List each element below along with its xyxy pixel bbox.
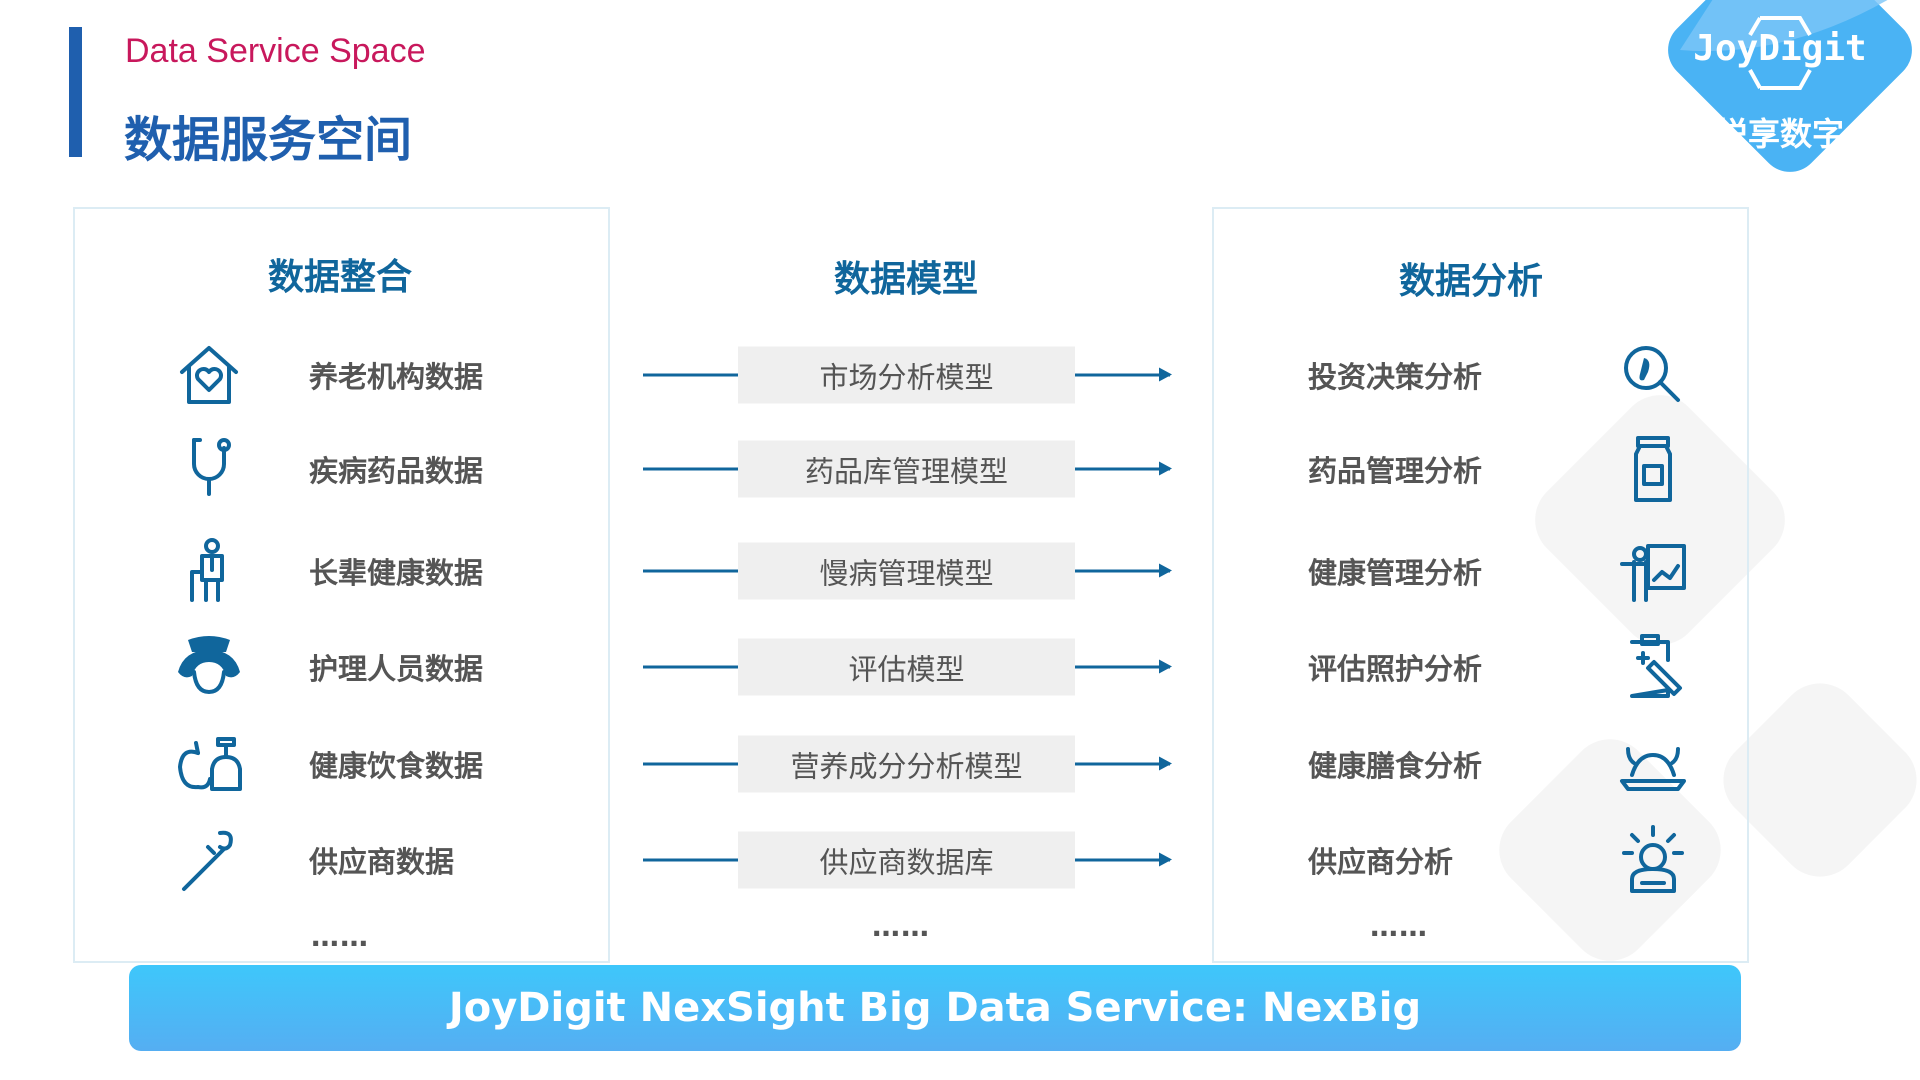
model-box: 供应商数据库 [738, 831, 1075, 889]
model-box: 慢病管理模型 [738, 542, 1075, 600]
service-banner: JoyDigit NexSight Big Data Service: NexB… [129, 965, 1741, 1051]
house-heart-icon [180, 346, 238, 404]
integration-item-label: 疾病药品数据 [309, 454, 484, 488]
analysis-panel [1212, 207, 1749, 963]
arrow-right-icon [1075, 563, 1172, 578]
analysis-title: 数据分析 [1398, 261, 1544, 302]
integration-title: 数据整合 [267, 257, 413, 298]
more-indicator: …… [1370, 910, 1428, 943]
food-platter-icon [1620, 747, 1686, 791]
model-box: 药品库管理模型 [738, 440, 1075, 498]
arrow-right-icon [1075, 461, 1172, 476]
integration-item-label: 长辈健康数据 [309, 556, 484, 590]
analysis-item-label: 健康管理分析 [1308, 556, 1483, 590]
more-indicator: …… [311, 920, 369, 953]
model-box: 评估模型 [738, 638, 1075, 696]
connector-line [643, 665, 738, 669]
more-indicator: …… [872, 910, 930, 943]
analysis-item-label: 健康膳食分析 [1308, 749, 1483, 783]
connector-line [643, 373, 738, 377]
integration-item-label: 养老机构数据 [309, 360, 484, 394]
arrow-right-icon [1075, 756, 1172, 771]
medicine-jar-icon [1634, 436, 1672, 502]
joydigit-logo: JoyDigit 悦享数字 [1668, 0, 1912, 172]
elderly-person-icon [190, 538, 224, 602]
analysis-item-label: 药品管理分析 [1308, 454, 1483, 488]
connector-line [643, 858, 738, 862]
arrow-right-icon [1075, 367, 1172, 382]
footprint-search-icon [1624, 346, 1680, 402]
analysis-item-label: 评估照护分析 [1308, 652, 1483, 686]
connector-line [643, 467, 738, 471]
connector-line [643, 762, 738, 766]
person-idea-icon [1622, 825, 1684, 893]
integration-item-label: 供应商数据 [309, 845, 455, 879]
wrench-icon [182, 830, 233, 891]
svg-text:JoyDigit: JoyDigit [1693, 28, 1866, 69]
svg-text:悦享数字: 悦享数字 [1716, 115, 1844, 153]
analysis-item-label: 供应商分析 [1308, 845, 1454, 879]
accent-bar [69, 27, 82, 157]
integration-panel [73, 207, 610, 963]
model-box: 营养成分分析模型 [738, 735, 1075, 793]
arrow-right-icon [1075, 659, 1172, 674]
connector-line [643, 569, 738, 573]
stethoscope-icon [192, 438, 231, 496]
analysis-item-label: 投资决策分析 [1308, 360, 1483, 394]
clipboard-pen-icon [1630, 634, 1682, 698]
page-subtitle: Data Service Space [125, 32, 426, 70]
models-title: 数据模型 [833, 259, 979, 300]
apple-food-icon [178, 737, 242, 791]
presentation-chart-icon [1620, 544, 1686, 602]
arrow-right-icon [1075, 852, 1172, 867]
integration-item-label: 健康饮食数据 [309, 749, 484, 783]
integration-item-label: 护理人员数据 [309, 652, 484, 686]
nurse-icon [178, 636, 240, 694]
page-title: 数据服务空间 [124, 112, 413, 168]
model-box: 市场分析模型 [738, 346, 1075, 404]
banner-text: JoyDigit NexSight Big Data Service: NexB… [448, 985, 1422, 1031]
